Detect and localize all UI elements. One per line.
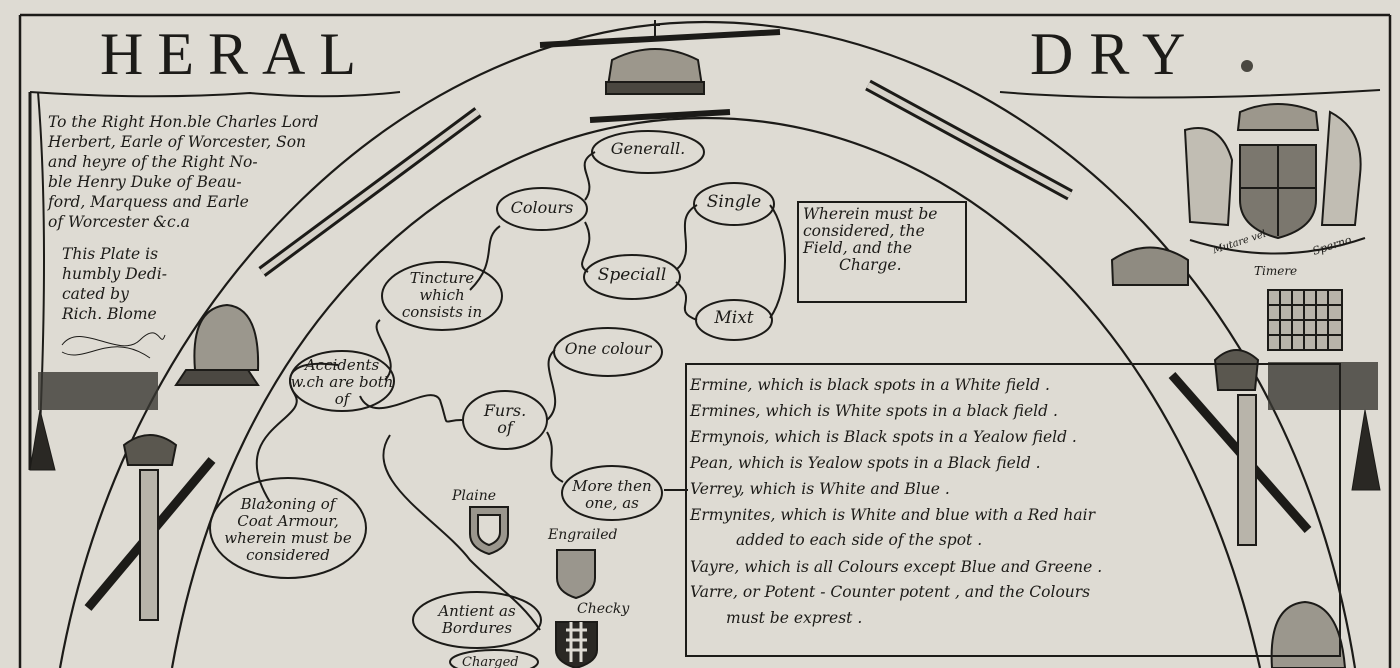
node-tincture-line: which [419, 286, 465, 304]
node-antient-line: Bordures [441, 619, 513, 637]
wherein-line: Field, and the [803, 239, 913, 257]
label-checky: Checky [577, 601, 630, 617]
tree-ovals [209, 130, 1341, 668]
node-more-line: one, as [585, 494, 639, 512]
wherein-line: considered, the [803, 222, 925, 240]
node-more-then-one: More then one, as [562, 478, 662, 512]
furs-item: Ermynites, which is White and blue with … [690, 506, 1096, 524]
title-right: DRY [1030, 21, 1202, 87]
node-blazoning-line: considered [246, 546, 330, 564]
label-engrailed: Engrailed [548, 527, 618, 543]
dedication-plate-line: Rich. Blome [62, 305, 157, 323]
wherein-box: Wherein must be considered, the Field, a… [803, 206, 937, 274]
left-curtain [28, 91, 401, 471]
dedication-line: of Worcester &c.a [48, 213, 190, 231]
wherein-line: Wherein must be [803, 205, 938, 223]
node-blazoning-line: Coat Armour, [237, 512, 339, 530]
furs-item: Ermine, which is black spots in a White … [690, 376, 1050, 394]
node-accidents-line: of [334, 390, 350, 408]
node-tincture: Tincture which consists in [382, 270, 502, 321]
dedication-plate-line: cated by [62, 285, 129, 303]
dedication-line: To the Right Hon.ble Charles Lord [48, 113, 319, 131]
node-accidents: Accidents w.ch are both of [290, 357, 394, 408]
node-antient: Antient as Bordures [418, 603, 536, 637]
dedication-line: and heyre of the Right No- [48, 153, 258, 171]
furs-item: Pean, which is Yealow spots in a Black f… [690, 454, 1041, 472]
furs-item: Ermynois, which is Black spots in a Yeal… [690, 428, 1077, 446]
node-single: Single [706, 192, 762, 212]
node-tincture-line: Tincture [409, 269, 475, 287]
node-one-colour: One colour [564, 340, 652, 358]
motto-2: Timere [1254, 264, 1298, 278]
label-charged: Charged [462, 655, 519, 668]
node-blazoning-line: Blazoning of [240, 495, 336, 513]
node-more-line: More then [572, 477, 652, 495]
dedication-plate-line: This Plate is [62, 245, 159, 263]
node-antient-line: Antient as [438, 602, 516, 620]
node-blazoning-line: wherein must be [224, 529, 352, 547]
node-accidents-line: Accidents [304, 356, 380, 374]
furs-item: added to each side of the spot . [736, 531, 983, 549]
furs-item: Verrey, which is White and Blue . [690, 480, 950, 498]
right-sword-and-crown [1110, 246, 1312, 546]
node-mixt: Mixt [714, 308, 754, 328]
node-blazoning: Blazoning of Coat Armour, wherein must b… [210, 496, 366, 564]
node-colours: Colours [510, 198, 574, 217]
top-crown-and-sceptres [539, 20, 781, 123]
right-helmet [1270, 600, 1347, 668]
title-left: HERAL [100, 21, 370, 87]
node-tincture-line: consists in [401, 303, 483, 321]
node-furs: Furs. of [463, 402, 547, 436]
dedication-line: ble Henry Duke of Beau- [48, 173, 242, 191]
furs-item: Varre, or Potent - Counter potent , and … [690, 583, 1091, 601]
node-generall: Generall. [610, 139, 686, 158]
border-shields [469, 506, 598, 668]
node-furs-line: of [497, 418, 513, 437]
node-accidents-line: w.ch are both [290, 373, 394, 391]
furs-item: Vayre, which is all Colours except Blue … [690, 558, 1103, 576]
coat-of-arms [1183, 103, 1366, 351]
right-curtain [999, 89, 1381, 491]
furs-item: must be exprest . [726, 609, 863, 627]
left-helmet [174, 303, 260, 386]
left-sword-and-crown [84, 434, 216, 621]
dedication-plate-line: humbly Dedi- [62, 265, 167, 283]
furs-item: Ermines, which is White spots in a black… [690, 402, 1058, 420]
dedication-text: To the Right Hon.ble Charles Lord Herber… [48, 112, 338, 324]
node-furs-line: Furs. [483, 401, 527, 420]
label-plaine: Plaine [452, 488, 497, 504]
dedication-line: ford, Marquess and Earle [48, 193, 249, 211]
wherein-line: Charge. [839, 256, 902, 274]
dedication-line: Herbert, Earle of Worcester, Son [48, 133, 307, 151]
title-dot [1241, 60, 1253, 72]
node-speciall: Speciall [597, 265, 667, 285]
tree-connectors [255, 151, 786, 631]
